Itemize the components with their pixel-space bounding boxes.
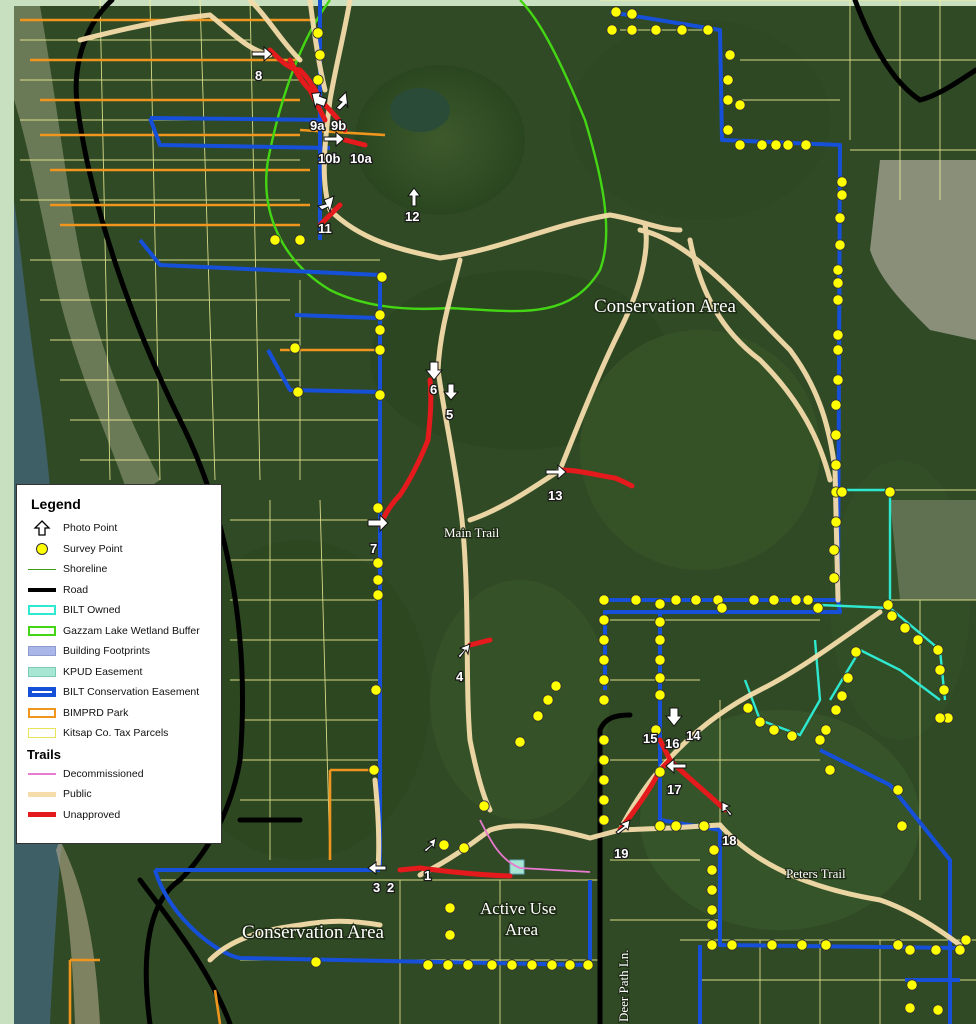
photo-point-12 (407, 187, 421, 207)
photo-point-7 (367, 513, 389, 533)
map-left-margin (0, 0, 14, 1024)
active-use-area-label-line2: Area (505, 920, 538, 939)
svg-text:16: 16 (665, 736, 679, 751)
svg-text:17: 17 (667, 782, 681, 797)
legend-label: Shoreline (63, 563, 108, 576)
legend-label: Road (63, 583, 89, 596)
legend-item-kpud-easement: KPUD Easement (25, 662, 213, 683)
legend-item-decommissioned: Decommissioned (25, 764, 213, 785)
photo-point-8 (251, 45, 273, 63)
legend-label: Gazzam Lake Wetland Buffer (63, 624, 200, 637)
photo-point-1 (423, 837, 437, 853)
svg-text:3: 3 (373, 880, 380, 895)
svg-text:12: 12 (405, 209, 419, 224)
arrow-icon (25, 520, 59, 536)
svg-text:10a: 10a (350, 151, 372, 166)
svg-text:18: 18 (722, 833, 736, 848)
legend-panel: Legend Photo Point Survey Point Shorelin… (16, 484, 222, 844)
svg-text:11: 11 (318, 221, 332, 236)
legend-trails-title: Trails (27, 746, 61, 762)
beach-south (56, 840, 100, 1024)
photo-point-11 (317, 195, 335, 214)
legend-item-building-footprints: Building Footprints (25, 641, 213, 662)
photo-point-13 (545, 463, 567, 481)
conservation-area-label-south: Conservation Area (242, 922, 385, 943)
svg-text:1: 1 (424, 868, 431, 883)
photo-point-18 (721, 801, 733, 817)
svg-text:19: 19 (614, 846, 628, 861)
svg-text:14: 14 (686, 728, 701, 743)
legend-item-conservation-easement: BILT Conservation Easement (25, 682, 213, 703)
svg-text:8: 8 (255, 68, 262, 83)
public-trails (77, 0, 963, 963)
legend-label: Public (63, 788, 92, 801)
legend-label: Photo Point (63, 522, 118, 535)
decommissioned-trail (479, 819, 591, 873)
gazzam-lake (355, 65, 525, 215)
legend-item-wetland-buffer: Gazzam Lake Wetland Buffer (25, 621, 213, 642)
photo-point-6 (424, 361, 444, 381)
survey-points (269, 6, 972, 1016)
legend-item-shoreline: Shoreline (25, 559, 213, 580)
photo-point-9b (335, 90, 349, 111)
svg-text:15: 15 (643, 731, 657, 746)
main-trail-label: Main Trail (444, 525, 500, 540)
legend-item-public: Public (25, 784, 213, 805)
legend-item-photo-point: Photo Point (25, 518, 213, 539)
legend-item-bimprd-park: BIMPRD Park (25, 703, 213, 724)
survey-point-icon (25, 542, 59, 556)
legend-title: Legend (31, 496, 81, 512)
photo-points (251, 45, 733, 875)
clearing-northeast (870, 160, 976, 340)
svg-text:9b: 9b (331, 118, 346, 133)
legend-label: Survey Point (63, 542, 123, 555)
svg-text:13: 13 (548, 488, 562, 503)
conservation-area-label-north: Conservation Area (594, 296, 737, 317)
legend-item-unapproved: Unapproved (25, 805, 213, 826)
legend-item-bilt-owned: BILT Owned (25, 600, 213, 621)
legend-label: BILT Conservation Easement (63, 686, 200, 699)
photo-point-3 (367, 861, 387, 875)
photo-point-labels: 1 2 3 4 5 6 7 8 9a 9b 10a 10b 11 12 13 1… (254, 67, 738, 897)
legend-item-road: Road (25, 580, 213, 601)
legend-label: BILT Owned (63, 604, 121, 617)
svg-text:9a: 9a (310, 118, 325, 133)
photo-point-5 (442, 383, 460, 401)
svg-text:6: 6 (430, 382, 437, 397)
clearing-east (890, 500, 976, 600)
photo-point-4 (457, 643, 471, 659)
peters-trail-label: Peters Trail (786, 866, 846, 881)
legend-label: Unapproved (63, 808, 121, 821)
photo-point-9a (311, 91, 328, 110)
lake-open-water (390, 88, 450, 132)
active-use-area-label-line1: Active Use (480, 899, 556, 918)
photo-point-10b (323, 130, 345, 148)
legend-item-tax-parcels: Kitsap Co. Tax Parcels (25, 723, 213, 744)
legend-item-survey-point: Survey Point (25, 539, 213, 560)
beach (14, 6, 160, 500)
legend-label: BIMPRD Park (63, 706, 129, 719)
photo-point-19 (615, 819, 631, 835)
map-top-margin (0, 0, 976, 6)
svg-text:5: 5 (446, 407, 453, 422)
legend-label: KPUD Easement (63, 665, 143, 678)
legend-label: Building Footprints (63, 645, 150, 658)
deer-path-label: Deer Path Ln. (616, 949, 631, 1022)
svg-text:2: 2 (387, 880, 394, 895)
legend-label: Kitsap Co. Tax Parcels (63, 727, 169, 740)
photo-point-17 (665, 757, 687, 775)
svg-text:7: 7 (370, 541, 377, 556)
svg-text:10b: 10b (318, 151, 340, 166)
photo-point-16 (664, 707, 684, 727)
svg-text:4: 4 (456, 669, 464, 684)
legend-label: Decommissioned (63, 767, 144, 780)
